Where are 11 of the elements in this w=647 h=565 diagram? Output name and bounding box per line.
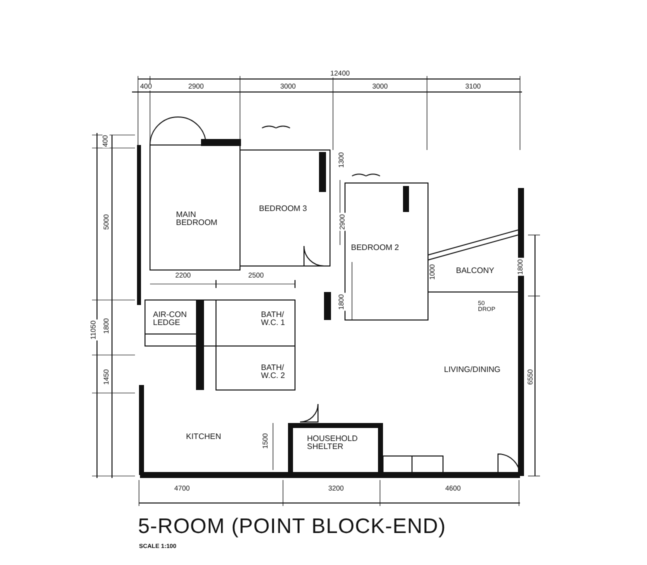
room-label: KITCHEN [185,433,222,441]
room-label: BALCONY [455,267,496,275]
room-label: HOUSEHOLD SHELTER [306,435,358,451]
room-label: MAIN BEDROOM [175,211,217,227]
room-label: BATH/ W.C. 1 [260,311,286,327]
room-label: BEDROOM 3 [258,205,308,213]
plan-title: 5-ROOM (POINT BLOCK-END) [138,515,446,539]
room-label: BATH/ W.C. 2 [260,364,286,380]
room-label: BEDROOM 2 [350,244,400,252]
room-label: LIVING/DINING [443,366,502,374]
room-label: AIR-CON LEDGE [152,311,188,327]
